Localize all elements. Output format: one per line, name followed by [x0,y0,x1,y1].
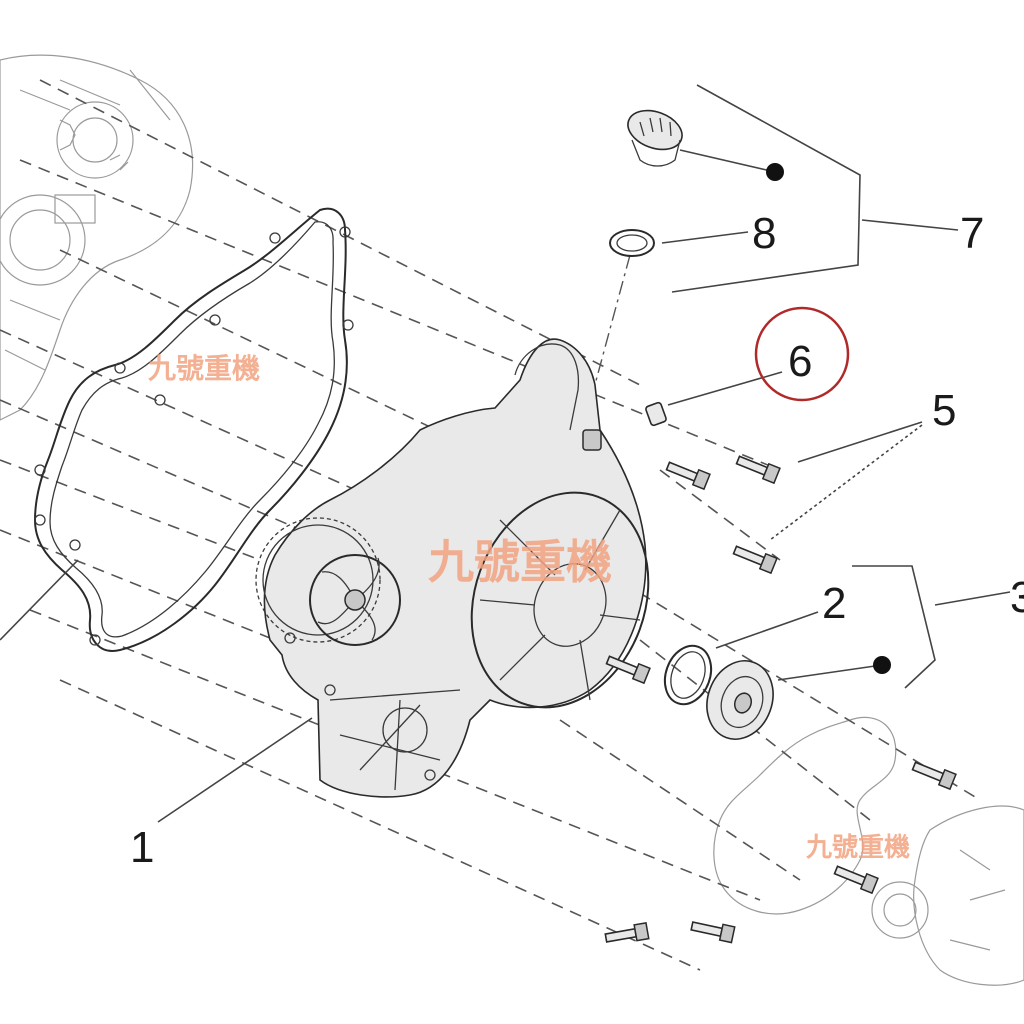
bolts [604,455,957,944]
callout-5: 5 [932,386,956,435]
dowel-pin [645,401,667,427]
o-ring-large [663,644,713,706]
watermark-center: 九號重機 [428,535,612,589]
filler-cap [627,109,683,167]
stator-cover [255,338,650,798]
watermarks: 九號重機 九號重機 九號重機 [148,352,910,863]
callout-1: 1 [130,823,154,872]
o-ring-small [609,229,655,257]
engine-block-ghost [0,54,194,421]
callout-3: 3 [1010,573,1024,622]
callout-2: 2 [822,579,846,628]
water-pump-cover-ghost [713,716,1024,986]
callout-numbers: 1 2 3 5 6 7 8 [130,209,1024,872]
highlight-ring [754,306,850,402]
leader-lines [0,84,1011,823]
watermark-top: 九號重機 [148,352,260,385]
callout-8: 8 [752,209,776,258]
callout-7: 7 [960,209,984,258]
callout-6: 6 [788,337,812,386]
pump-cover-plug [706,660,774,740]
watermark-bottom: 九號重機 [805,833,910,863]
cover-gasket [33,207,354,652]
